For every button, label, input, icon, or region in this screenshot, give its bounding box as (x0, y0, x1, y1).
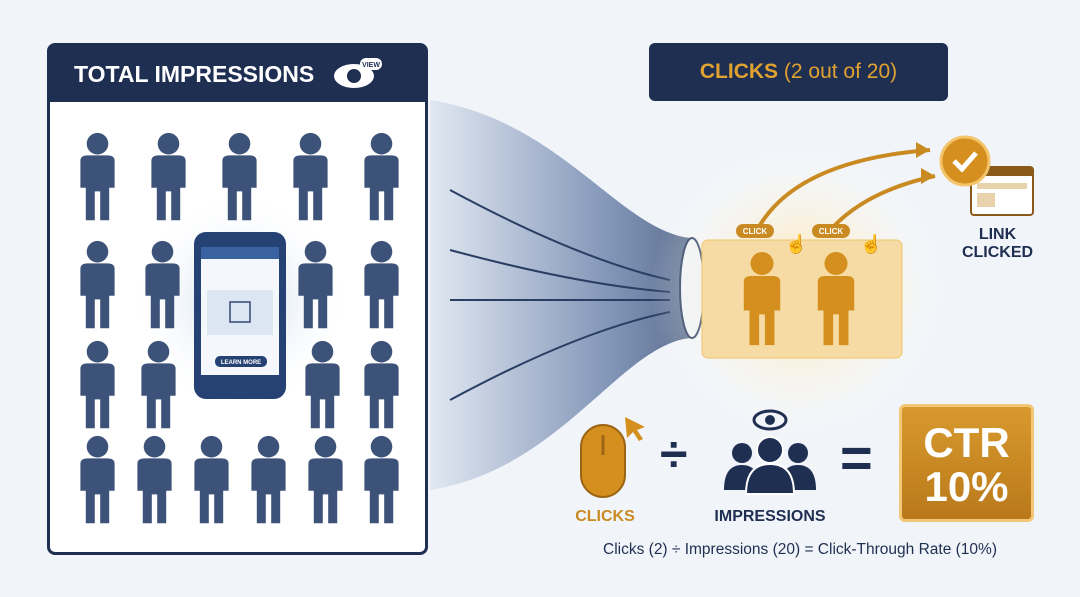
svg-text:LEARN MORE: LEARN MORE (221, 360, 261, 366)
clicks-header: CLICKS (2 out of 20) (649, 43, 948, 101)
clickers-box: CLICK CLICK ☝ ☝ (701, 224, 903, 359)
people-grid: LEARN MORE (80, 132, 399, 524)
svg-text:CLICK: CLICK (743, 227, 768, 236)
svg-text:VIEW: VIEW (362, 62, 380, 69)
svg-text:CLICK: CLICK (819, 227, 844, 236)
funnel (430, 100, 690, 490)
total-impressions-panel: TOTAL IMPRESSIONS VIEW LEARN MORE (47, 43, 428, 555)
impressions-audience-icon (724, 409, 816, 495)
mouse-click-icon (580, 417, 645, 498)
panel-title: TOTAL IMPRESSIONS (74, 60, 315, 87)
impressions-label: IMPRESSIONS (714, 508, 826, 525)
hand-cursor-icon: ☝ (860, 233, 882, 255)
link-clicked-icon (939, 135, 1034, 216)
formula-caption: Clicks (2) ÷ Impressions (20) = Click-Th… (603, 541, 997, 558)
panel-header: TOTAL IMPRESSIONS VIEW (50, 46, 425, 102)
clicks-label: CLICKS (575, 508, 635, 525)
phone-ad-mockup: LEARN MORE (194, 232, 286, 399)
eye-view-icon: VIEW (334, 58, 383, 88)
clicks-title: CLICKS (699, 60, 779, 83)
equals-sign: = (840, 426, 873, 489)
funnel-arrows (449, 189, 671, 401)
clicks-subtitle: (2 out of 20) (783, 60, 898, 83)
divide-sign: ÷ (660, 426, 688, 482)
hand-cursor-icon: ☝ (785, 233, 807, 255)
